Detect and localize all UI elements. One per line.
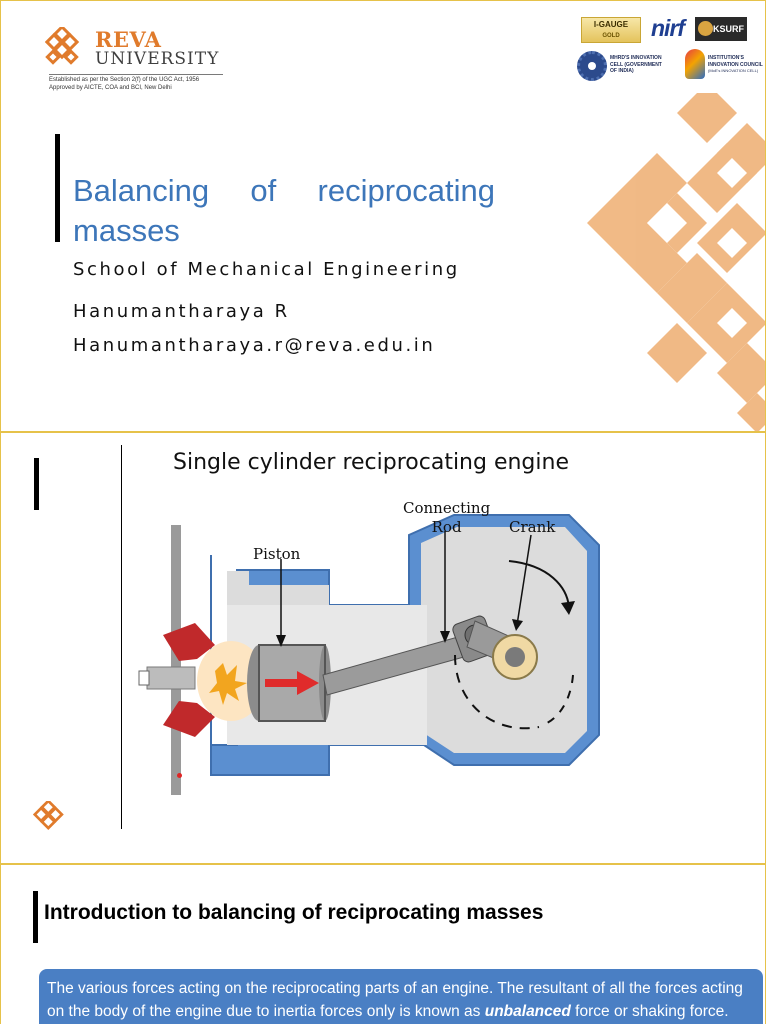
university-name: REVA [95,27,162,52]
valve-stem [171,525,181,795]
school-name: School of Mechanical Engineering [73,259,460,280]
logo-divider [49,74,223,75]
igauge-grade: GOLD [602,33,620,39]
bulb-icon [685,49,705,79]
igauge-badge: I-GAUGE GOLD [581,17,641,43]
label-connecting-line2: Rod [431,518,462,536]
igauge-label: I-GAUGE [593,20,629,29]
nirf-logo: nirf [651,15,685,41]
established-text: Established as per the Section 2(f) of t… [49,77,200,83]
vertical-divider [121,445,122,829]
label-crank: Crank [509,518,556,536]
introduction-slide: Introduction to balancing of reciprocati… [0,864,766,1024]
author-name: Hanumantharaya R [73,301,290,322]
motion-arrow-icon [297,671,319,695]
iic-title: INSTITUTION'S INNOVATION COUNCIL [708,55,763,68]
diagram-title: Single cylinder reciprocating engine [173,450,569,475]
ksurf-label: KSURF [713,24,744,34]
presentation-title: Balancing of reciprocating masses [73,173,495,248]
definition-text: The various forces acting on the recipro… [47,980,743,1020]
iic-label: INSTITUTION'S INNOVATION COUNCIL (MoE's … [708,55,764,75]
gear-icon [577,51,607,81]
definition-emphasis: unbalanced [484,1003,571,1020]
exhaust-valve [163,701,215,737]
intake-valve [163,623,215,661]
decorative-knot-pattern [587,93,765,431]
title-accent-bar [55,134,60,242]
reva-knot-icon [45,27,80,65]
ksurf-badge: KSURF [695,17,747,41]
karnataka-seal-icon [698,21,713,36]
definition-text-end: force or shaking force. [570,1003,729,1020]
title-slide: REVA UNIVERSITY Established as per the S… [0,0,766,432]
slide-accent-bar [33,891,38,943]
label-piston: Piston [253,545,301,563]
definition-box: The various forces acting on the recipro… [39,969,763,1024]
iic-subtitle: (MoE's INNOVATION CELL) [708,68,759,73]
engine-diagram [138,514,600,795]
label-connecting-line1: Connecting [403,499,491,517]
red-dot-marker [177,773,182,778]
reva-knot-icon [33,801,64,830]
spark-plug [146,666,196,690]
moe-innovation-cell-logo: MHRD'S INNOVATION CELL (GOVERNMENT OF IN… [577,51,669,83]
slide-accent-bar [34,458,39,510]
author-email: Hanumantharaya.r@reva.edu.in [73,335,436,356]
approved-text: Approved by AICTE, COA and BCI, New Delh… [49,85,172,91]
university-subname: UNIVERSITY [95,49,220,69]
label-connecting-rod: Connecting Rod [403,499,490,537]
rotation-arrow-icon [561,601,575,615]
slide-heading: Introduction to balancing of reciprocati… [44,901,544,924]
engine-diagram-slide: Single cylinder reciprocating engine [0,432,766,864]
iic-logo: INSTITUTION'S INNOVATION COUNCIL (MoE's … [685,49,765,83]
reva-university-logo: REVA UNIVERSITY Established as per the S… [45,25,235,105]
moe-label: MHRD'S INNOVATION CELL (GOVERNMENT OF IN… [610,55,662,74]
